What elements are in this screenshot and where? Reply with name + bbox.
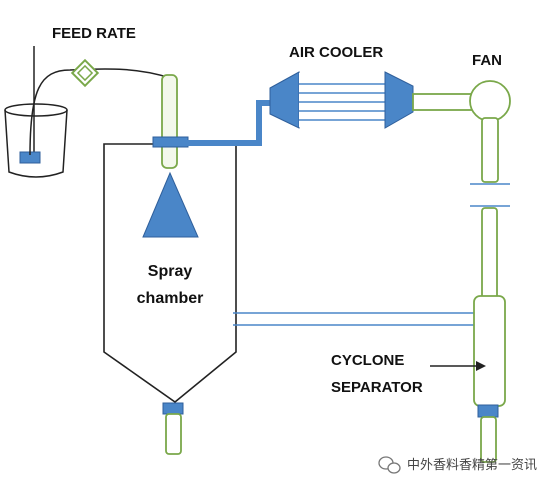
air-cooler bbox=[269, 71, 414, 129]
cyclone-label-line2: SEPARATOR bbox=[331, 379, 423, 396]
spray-chamber-label-line1: Spray bbox=[148, 263, 193, 280]
spray-chamber-label-line2: chamber bbox=[137, 290, 204, 307]
feed-line bbox=[29, 68, 171, 156]
chamber-product-outlet bbox=[165, 413, 182, 455]
cyclone-separator bbox=[473, 295, 506, 407]
spray-cone bbox=[142, 171, 199, 238]
feed-beaker bbox=[4, 46, 68, 178]
feed-rate-label: FEED RATE bbox=[52, 25, 136, 42]
fan-icon bbox=[469, 80, 511, 183]
cyclone-product-outlet bbox=[480, 416, 497, 463]
atomizer-tube bbox=[161, 74, 178, 169]
watermark-text: 中外香料香精第一资讯 bbox=[407, 458, 537, 473]
fan-label: FAN bbox=[472, 52, 502, 69]
feed-pump-icon bbox=[70, 58, 100, 88]
wechat-icon bbox=[378, 456, 401, 474]
fan-cyclone-pipe bbox=[481, 207, 498, 301]
hot-air-duct bbox=[180, 100, 272, 146]
air-cooler-label: AIR COOLER bbox=[289, 44, 383, 61]
cyclone-arrow bbox=[430, 361, 486, 371]
chamber-valve bbox=[162, 402, 184, 415]
cooler-fan-duct bbox=[412, 93, 476, 111]
chamber-cyclone-duct bbox=[233, 312, 474, 326]
cyclone-label-line1: CYCLONE bbox=[331, 352, 404, 369]
cyclone-valve bbox=[477, 404, 499, 418]
